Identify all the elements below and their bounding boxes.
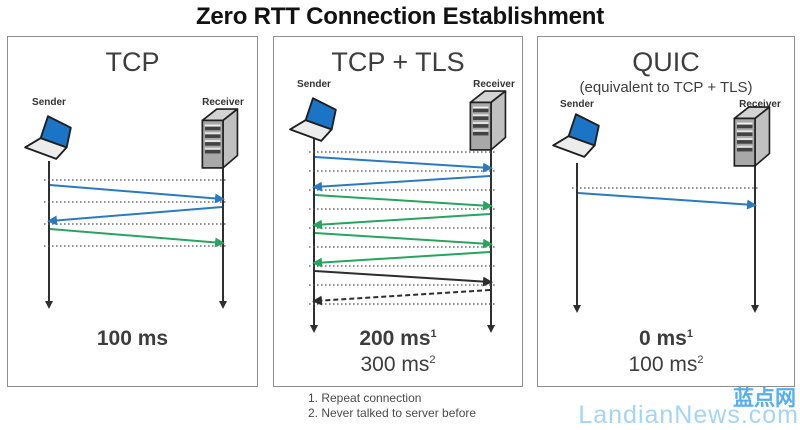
figure-title: Zero RTT Connection Establishment: [195, 3, 605, 30]
receiver-label: Receiver: [473, 79, 515, 90]
time-primary: 200 ms1: [359, 327, 437, 350]
laptop-icon: [552, 113, 600, 158]
time-primary: 0 ms1: [639, 327, 693, 350]
laptop-icon: [289, 97, 337, 142]
sender-label: Sender: [560, 99, 594, 110]
sender-label: Sender: [32, 97, 66, 108]
time-secondary: 300 ms2: [360, 353, 436, 376]
panel-title: TCP: [105, 47, 160, 77]
server-icon: [733, 106, 771, 167]
receiver-label: Receiver: [202, 97, 244, 108]
tcp-panel: TCP Sender Receiver 100 ms: [7, 36, 258, 387]
receiver-label: Receiver: [739, 99, 781, 110]
quic-panel: QUIC (equivalent to TCP + TLS) Sender Re…: [537, 36, 795, 387]
panel-subtitle: (equivalent to TCP + TLS): [579, 79, 753, 96]
tcp-tls-panel: TCP + TLS Sender Receiver 200 ms1 300 ms…: [273, 36, 523, 387]
quic-sequence-diagram: [572, 163, 760, 313]
server-icon: [469, 90, 507, 151]
tcp-tls-sequence-diagram: [309, 137, 496, 333]
tcp-sequence-diagram: [44, 161, 228, 309]
time-secondary: 100 ms2: [628, 353, 704, 376]
sender-label: Sender: [297, 79, 331, 90]
watermark-en: LandianNews.com: [578, 401, 799, 429]
laptop-icon: [24, 115, 72, 160]
panel-title: QUIC: [632, 47, 700, 77]
footnote-2: 2. Never talked to server before: [308, 406, 477, 420]
server-icon: [201, 108, 239, 169]
footnote-1: 1. Repeat connection: [308, 391, 422, 405]
panel-title: TCP + TLS: [331, 47, 465, 77]
footnotes: 1. Repeat connection 2. Never talked to …: [308, 391, 476, 421]
time-primary: 100 ms: [96, 327, 169, 350]
watermark-cn: 蓝点网: [733, 387, 796, 410]
